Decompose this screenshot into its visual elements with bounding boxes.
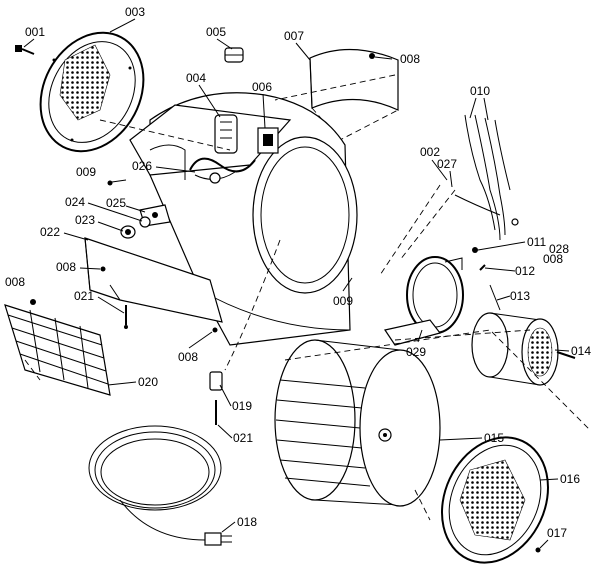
label-005: 005 <box>206 25 226 39</box>
label-008-side: 008 <box>56 260 76 274</box>
label-008-right: 008 <box>543 252 563 266</box>
grommet-023 <box>120 225 136 239</box>
label-012: 012 <box>515 264 535 278</box>
label-007: 007 <box>284 29 304 43</box>
screw-012 <box>479 264 486 271</box>
inlet-ring-003 <box>39 31 145 153</box>
label-002: 002 <box>420 145 440 159</box>
label-019: 019 <box>232 399 252 413</box>
label-021-bottom: 021 <box>233 431 253 445</box>
label-018: 018 <box>237 515 257 529</box>
label-003: 003 <box>125 5 145 19</box>
label-024: 024 <box>65 195 85 209</box>
screw-001 <box>15 45 35 55</box>
relay-006 <box>257 127 279 154</box>
label-029: 029 <box>406 345 426 359</box>
bracket-013 <box>489 284 501 311</box>
side-panel-022 <box>84 237 223 333</box>
label-013: 013 <box>510 289 530 303</box>
label-021-mid: 021 <box>74 289 94 303</box>
label-025: 025 <box>106 196 126 210</box>
assembly-guides <box>24 74 591 521</box>
label-023: 023 <box>75 213 95 227</box>
screw-009-left <box>107 179 127 186</box>
screw-017 <box>535 547 541 553</box>
screw-021-mid <box>124 305 128 329</box>
motor-014 <box>471 312 576 386</box>
label-026: 026 <box>132 159 152 173</box>
label-006: 006 <box>252 80 272 94</box>
control-004 <box>214 114 238 154</box>
cap-005 <box>224 47 244 63</box>
grille-020 <box>4 299 111 396</box>
label-009-mid: 009 <box>333 294 353 308</box>
wires-026 <box>189 157 256 184</box>
outlet-ring-016 <box>441 436 549 564</box>
clip-011 <box>472 247 478 253</box>
wiring-harness-010 <box>454 114 519 241</box>
standoff-019 <box>209 371 223 425</box>
motor-mount-029 <box>384 256 464 346</box>
label-009-left: 009 <box>76 165 96 179</box>
label-020: 020 <box>138 375 158 389</box>
nut-024 <box>139 216 151 228</box>
label-014: 014 <box>571 344 591 358</box>
label-008-grille: 008 <box>5 275 25 289</box>
label-028: 028 <box>549 242 569 256</box>
label-010: 010 <box>470 84 490 98</box>
label-027: 027 <box>437 157 457 171</box>
label-016: 016 <box>560 472 580 486</box>
screw-008-top <box>369 53 393 60</box>
label-001: 001 <box>25 25 45 39</box>
label-008-bottom: 008 <box>178 350 198 364</box>
label-004: 004 <box>186 71 206 85</box>
leader-lines <box>23 18 570 549</box>
label-011: 011 <box>527 235 546 249</box>
label-015: 015 <box>484 431 504 445</box>
label-022: 022 <box>40 225 60 239</box>
blower-wheel-015 <box>274 339 441 507</box>
label-008-top: 008 <box>400 52 420 66</box>
label-017: 017 <box>547 526 567 540</box>
power-cord-018 <box>88 425 232 546</box>
